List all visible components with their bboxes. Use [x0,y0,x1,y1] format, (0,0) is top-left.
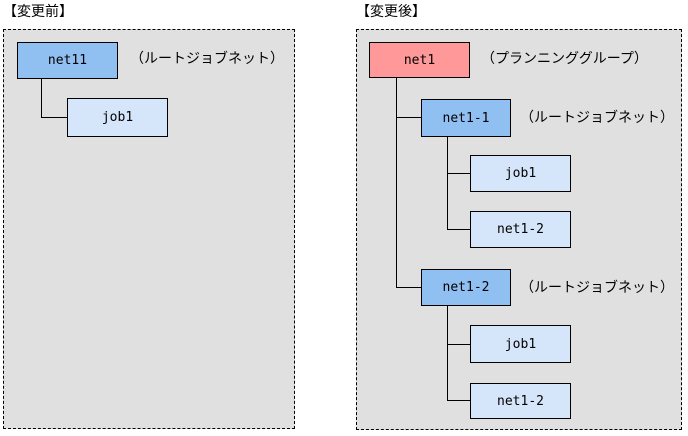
node-job1: job1 [470,325,571,363]
connector-line [447,229,470,230]
node-net1-2-child: net1-2 [470,211,571,248]
node-net1: net1 [369,42,470,78]
node-job1: job1 [67,98,168,137]
before-title: 【変更前】 [3,4,73,20]
connector-line [41,117,67,118]
connector-line [447,173,470,174]
connector-line [447,400,470,401]
node-net11: net11 [17,42,118,79]
connector-line [447,344,470,345]
annotation-root-jobnet: （ルートジョブネット） [520,280,674,296]
connector-line [396,78,397,288]
annotation-root-jobnet: （ルートジョブネット） [520,110,674,126]
connector-line [396,287,421,288]
node-net1-2-child: net1-2 [470,383,571,419]
node-net1-1: net1-1 [421,99,511,137]
connector-line [447,137,448,230]
connector-line [396,117,421,118]
before-panel [3,29,295,429]
annotation-planning-group: （プランニンググループ） [481,51,648,67]
annotation-root-jobnet: （ルートジョブネット） [130,51,284,67]
connector-line [447,306,448,401]
node-job1: job1 [470,155,571,192]
node-net1-2: net1-2 [421,269,511,306]
connector-line [41,79,42,118]
after-title: 【変更後】 [356,4,426,20]
